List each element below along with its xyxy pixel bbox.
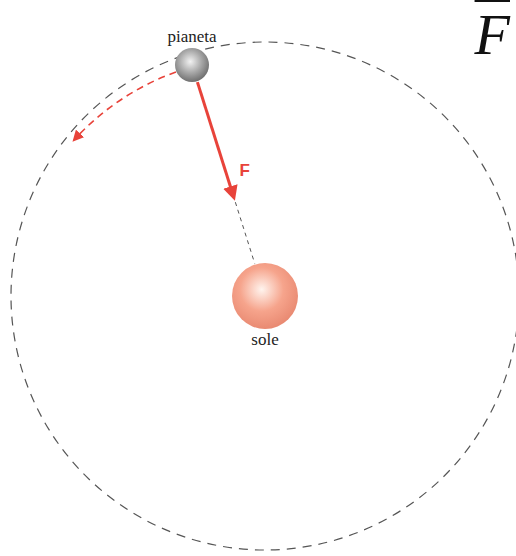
force-arrow [197,82,254,263]
body-circle [174,47,210,83]
body-label: sole [227,330,303,350]
body-circle [231,262,299,330]
orbit-path [11,42,516,550]
sun-node: sole [227,262,303,350]
motion-arrow [74,72,176,140]
body-label: pianeta [163,27,220,47]
planet-node: pianeta [163,27,220,83]
vector-symbol: F [475,2,510,69]
force-label: F [240,161,250,181]
